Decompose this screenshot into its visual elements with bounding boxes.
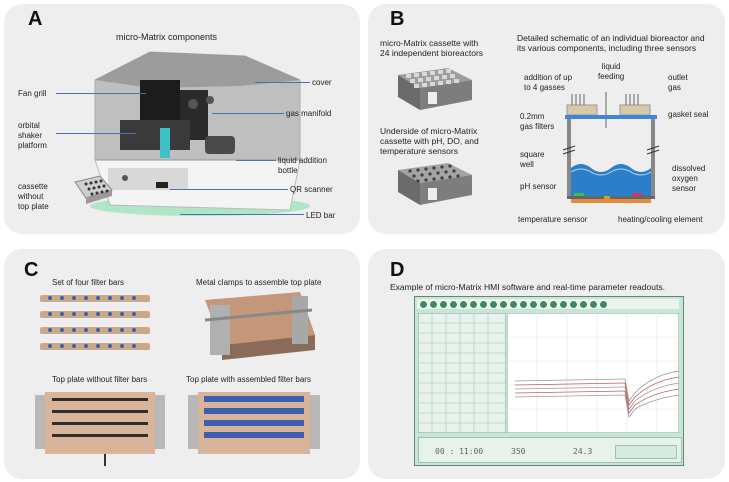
label-fan-grill: Fan grill — [18, 89, 47, 98]
playback-controls[interactable] — [615, 445, 677, 459]
label-ph-sensor: pH sensor — [520, 182, 557, 191]
pointer-liquid-bottle — [236, 160, 276, 161]
caption-metal-clamps: Metal clamps to assemble top plate — [196, 278, 322, 287]
toolbar-button[interactable] — [519, 300, 528, 309]
pointer-qr — [170, 189, 288, 190]
toolbar-button[interactable] — [589, 300, 598, 309]
toolbar-button[interactable] — [439, 300, 448, 309]
panel-b-letter: B — [390, 8, 405, 30]
cassette-under-caption: Underside of micro-Matrix cassette with … — [380, 126, 479, 156]
label-gasket-seal: gasket seal — [668, 110, 709, 119]
toolbar-button[interactable] — [469, 300, 478, 309]
label-gas-filters: 0.2mm gas filters — [520, 112, 555, 131]
label-outlet-gas: outlet gas — [668, 73, 688, 92]
label-cassette: cassette without top plate — [18, 182, 49, 211]
hmi-toolbar — [417, 299, 679, 309]
toolbar-button[interactable] — [539, 300, 548, 309]
hmi-parameter-grid — [418, 313, 506, 433]
toolbar-button[interactable] — [509, 300, 518, 309]
pointer-led — [180, 214, 304, 215]
label-temperature-sensor: temperature sensor — [518, 215, 588, 224]
pointer-fan-grill — [56, 93, 146, 94]
toolbar-button[interactable] — [489, 300, 498, 309]
pointer-cover — [255, 82, 310, 83]
toolbar-button[interactable] — [529, 300, 538, 309]
panel-a-title: micro-Matrix components — [116, 32, 218, 42]
label-gas-manifold: gas manifold — [286, 109, 332, 118]
label-orbital-shaker: orbital shaker platform — [18, 121, 47, 150]
label-dissolved-oxygen: dissolved oxygen sensor — [672, 164, 706, 193]
toolbar-button[interactable] — [449, 300, 458, 309]
toolbar-button[interactable] — [479, 300, 488, 309]
toolbar-button[interactable] — [459, 300, 468, 309]
label-qr-scanner: QR scanner — [290, 185, 333, 194]
label-square-well: square well — [520, 150, 545, 169]
toolbar-button[interactable] — [599, 300, 608, 309]
readout-time: 00 : 11:00 — [435, 447, 484, 456]
toolbar-button[interactable] — [429, 300, 438, 309]
caption-filter-bars: Set of four filter bars — [52, 278, 125, 287]
panel-c-letter: C — [24, 259, 39, 281]
hmi-realtime-plot — [507, 313, 679, 433]
schematic-title: Detailed schematic of an individual bior… — [517, 33, 705, 53]
toolbar-button[interactable] — [559, 300, 568, 309]
toolbar-button[interactable] — [549, 300, 558, 309]
readout-value-2: 24.3 — [573, 447, 593, 456]
pointer-orbital — [56, 133, 136, 134]
panel-a-letter: A — [28, 8, 43, 30]
hmi-window: 00 : 11:00 350 24.3 — [414, 296, 684, 466]
label-cover: cover — [312, 78, 332, 87]
label-liquid-bottle: liquid addition bottle — [278, 156, 327, 175]
caption-top-plate-with: Top plate with assembled filter bars — [186, 375, 311, 384]
cassette-top-caption: micro-Matrix cassette with 24 independen… — [380, 38, 484, 58]
toolbar-button[interactable] — [579, 300, 588, 309]
label-heating-cooling: heating/cooling element — [618, 215, 703, 224]
caption-hmi: Example of micro-Matrix HMI software and… — [390, 282, 665, 292]
panel-d-letter: D — [390, 259, 405, 281]
pointer-gas-manifold — [212, 113, 284, 114]
toolbar-button[interactable] — [419, 300, 428, 309]
readout-value-1: 350 — [511, 447, 526, 456]
label-addition-gasses: addition of up to 4 gasses — [524, 73, 573, 92]
toolbar-button[interactable] — [569, 300, 578, 309]
toolbar-button[interactable] — [499, 300, 508, 309]
caption-top-plate-without: Top plate without filter bars — [52, 375, 148, 384]
label-led-bar: LED bar — [306, 211, 336, 220]
label-liquid-feeding: liquid feeding — [598, 62, 625, 81]
